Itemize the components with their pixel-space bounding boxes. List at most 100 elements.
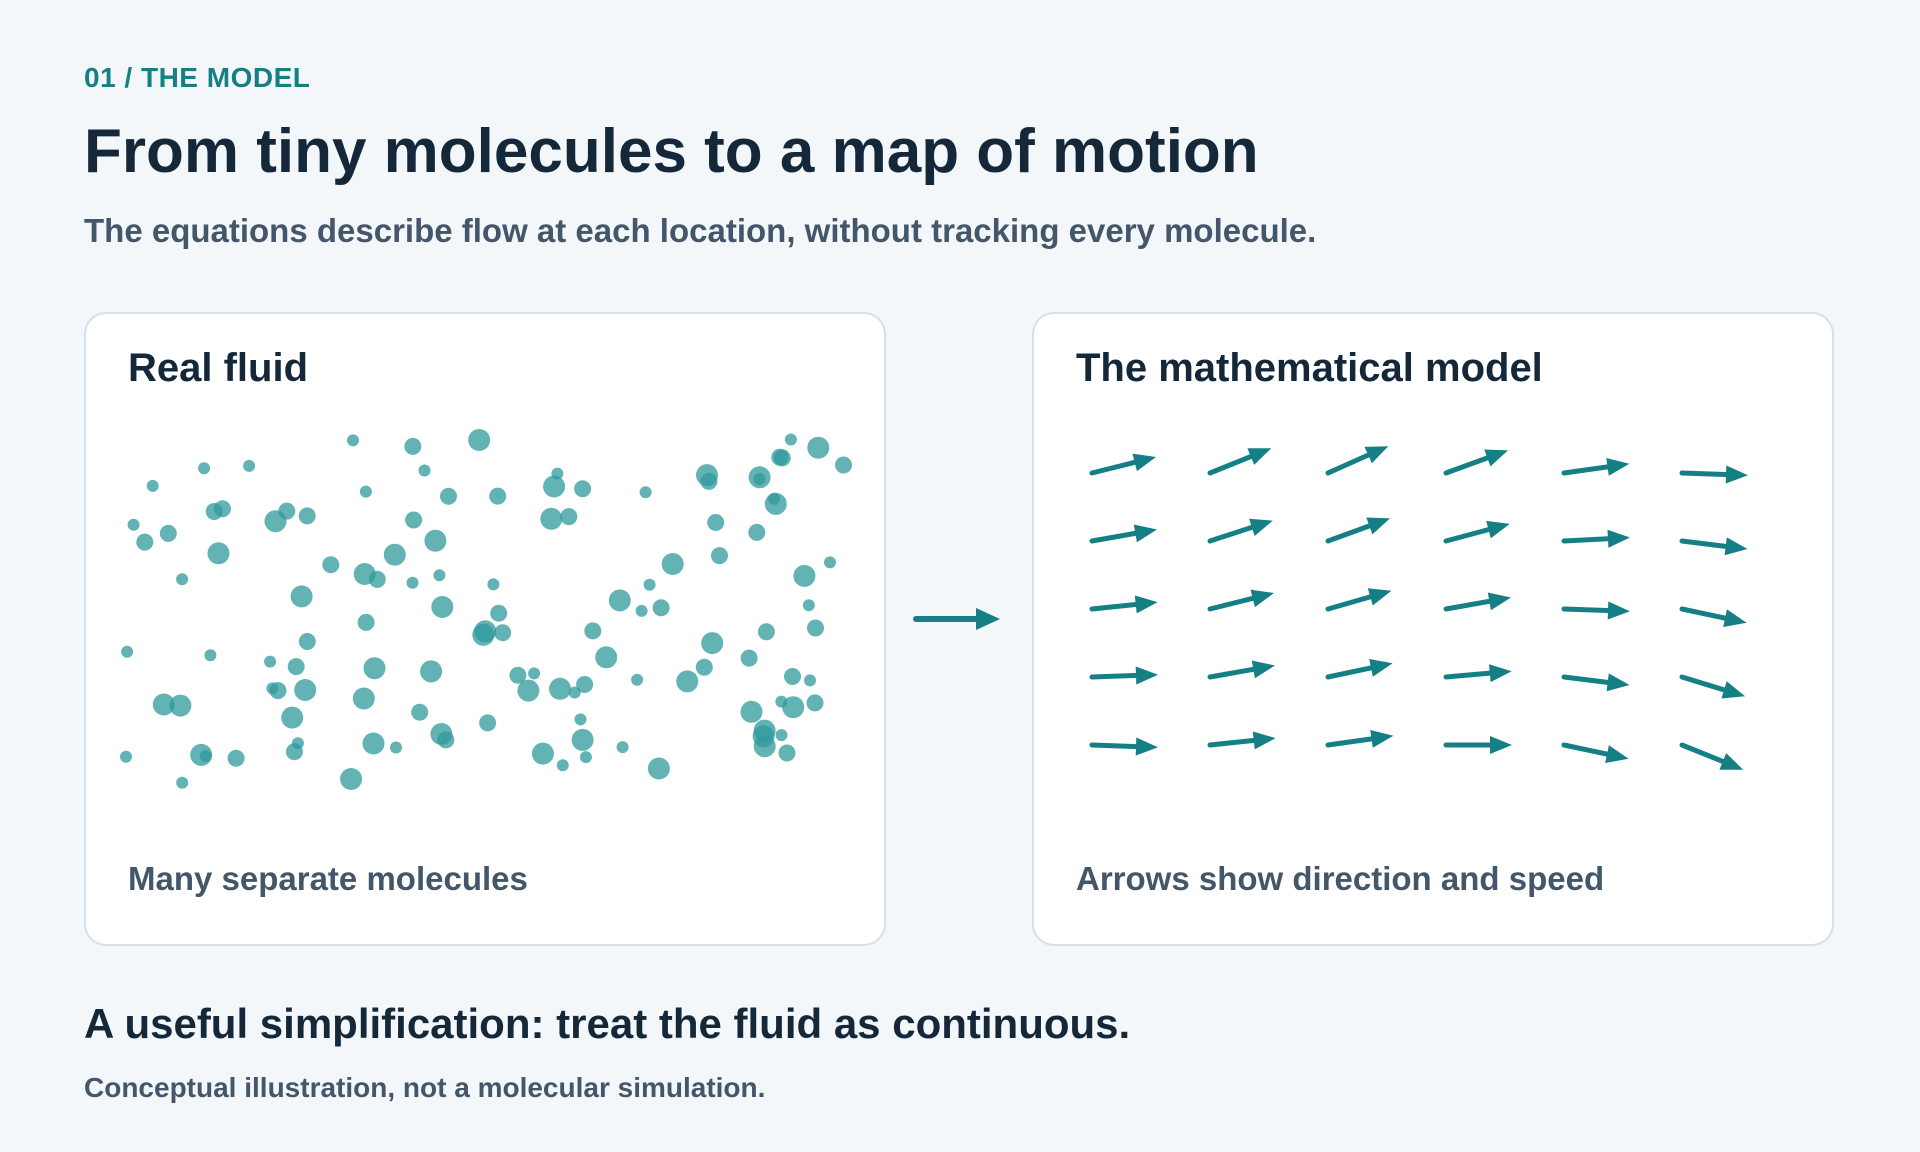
molecule-dot [701, 632, 724, 655]
molecule-dot [291, 737, 304, 750]
real-fluid-panel: Real fluid Many separate molecules [84, 312, 886, 946]
molecule-dot [487, 578, 500, 591]
molecule-dot [551, 467, 564, 480]
molecule-dot [782, 696, 805, 719]
velocity-arrow-icon [1089, 524, 1157, 544]
molecule-dot [824, 556, 836, 569]
molecule-dot [695, 658, 713, 676]
molecule-dot [152, 693, 175, 716]
molecule-dot [802, 599, 815, 612]
molecule-dot [574, 713, 587, 726]
velocity-arrow-icon [1561, 742, 1629, 763]
velocity-arrow-icon [1089, 595, 1158, 614]
molecule-dot [528, 667, 541, 680]
molecule-dot [490, 604, 508, 622]
velocity-arrow-icon [1443, 736, 1512, 754]
velocity-arrow-icon [1679, 606, 1747, 627]
molecule-dot [489, 487, 507, 505]
molecule-dot [437, 731, 455, 749]
molecule-dot [740, 649, 758, 667]
molecule-dot [347, 434, 359, 447]
velocity-arrow-icon [1561, 673, 1630, 692]
molecule-dot [205, 503, 223, 520]
velocity-arrow-icon [1679, 742, 1744, 770]
velocity-arrow-icon [1325, 730, 1394, 748]
molecule-dot [676, 670, 699, 693]
molecule-dot [784, 668, 801, 685]
molecule-dot [136, 533, 154, 551]
section-eyebrow: 01 / THE MODEL [84, 62, 311, 93]
molecule-dot [468, 429, 491, 451]
molecule-dot [576, 676, 594, 693]
velocity-arrow-icon [1679, 674, 1746, 699]
molecule-dot [159, 524, 177, 542]
key-takeaway: A useful simplification: treat the fluid… [84, 1000, 1131, 1047]
molecule-dot [406, 576, 419, 589]
molecule-dot [411, 703, 429, 721]
molecule-dot [661, 553, 684, 575]
molecule-dot [357, 613, 375, 631]
molecule-dot [531, 742, 554, 765]
molecule-dot [711, 547, 728, 565]
molecule-dot [753, 473, 766, 485]
molecule-dot [556, 759, 569, 772]
molecule-dot [807, 619, 824, 637]
model-title: The mathematical model [1076, 346, 1543, 390]
molecule-dot [568, 686, 581, 699]
molecule-dot [635, 604, 648, 617]
molecule-dot [517, 679, 540, 702]
molecule-dot [549, 677, 571, 700]
molecule-dot [748, 523, 766, 541]
molecule-dot [753, 719, 776, 742]
molecule-dot [472, 623, 495, 646]
molecule-dot [287, 658, 305, 676]
molecule-dot [418, 464, 431, 477]
molecule-dot [560, 508, 578, 526]
molecule-dot [264, 655, 277, 668]
molecule-dot [264, 510, 287, 533]
molecule-dot [207, 542, 230, 565]
molecule-dot [204, 649, 217, 662]
model-panel: The mathematical model Arrows show direc… [1032, 312, 1834, 946]
molecule-dot [740, 700, 763, 723]
molecule-dot [424, 529, 447, 552]
molecule-dot [281, 706, 304, 729]
molecule-dot [540, 507, 563, 530]
molecule-dot [340, 768, 363, 790]
molecule-dot [584, 622, 602, 640]
molecule-dot [631, 673, 644, 686]
molecule-dot [775, 729, 788, 742]
molecule-dot [368, 570, 386, 588]
molecule-dot [543, 475, 566, 498]
velocity-arrow-icon [1561, 529, 1630, 548]
molecule-dot [806, 694, 824, 712]
velocity-field-illustration [1089, 446, 1748, 770]
velocity-arrow-icon [1325, 659, 1393, 680]
arrow-right-icon [913, 608, 1000, 630]
molecule-dot [647, 757, 670, 780]
molecule-dot [121, 645, 134, 658]
molecule-dot [784, 433, 797, 446]
velocity-arrow-icon [1207, 731, 1276, 750]
velocity-arrow-icon [1679, 537, 1748, 556]
molecule-dot [639, 486, 652, 499]
molecule-dot [793, 564, 816, 587]
molecule-dot [771, 448, 789, 466]
model-caption: Arrows show direction and speed [1076, 860, 1605, 897]
velocity-arrow-icon [1207, 589, 1274, 612]
molecule-dot [266, 682, 279, 695]
velocity-arrow-icon [1089, 666, 1158, 685]
velocity-arrow-icon [1443, 449, 1508, 476]
velocity-arrow-icon [1679, 465, 1748, 484]
velocity-arrow-icon [1207, 518, 1273, 544]
velocity-arrow-icon [1443, 664, 1512, 683]
molecule-dot [359, 485, 372, 498]
molecule-dot [433, 569, 446, 582]
molecule-dot [807, 436, 830, 459]
molecule-dot [227, 749, 245, 767]
velocity-arrow-icon [1089, 453, 1156, 476]
velocity-arrow-icon [1443, 592, 1511, 612]
molecule-dot [616, 741, 629, 754]
velocity-arrow-icon [1443, 520, 1510, 544]
molecule-dot [757, 623, 775, 641]
